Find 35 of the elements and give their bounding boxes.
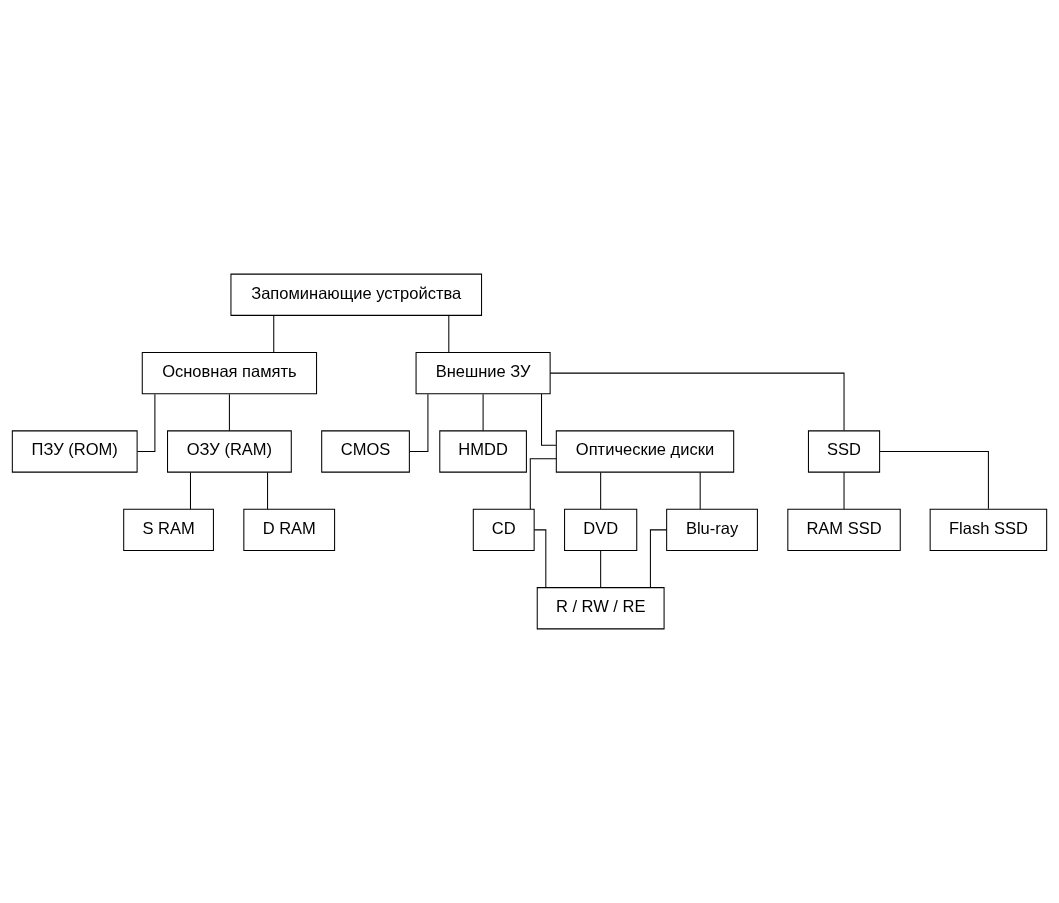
connector [600,550,602,588]
connector [273,315,275,353]
node-box: HMDD [439,430,527,473]
node-box: R / RW / RE [536,587,665,630]
connector [533,529,547,588]
connector [843,472,845,510]
connector [482,393,484,432]
node-box: CD [472,508,535,551]
connector [541,393,557,446]
node-box: Основная память [141,352,318,395]
node-box: Flash SSD [929,508,1048,551]
node-box: DVD [564,508,638,551]
node-box: Внешние ЗУ [415,352,551,395]
connector [267,472,269,510]
node-box: SSD [807,430,881,473]
node-box: ПЗУ (ROM) [11,430,138,473]
connector [879,451,989,510]
connector [409,393,429,452]
node-box: Запоминающие устройства [230,273,483,316]
connector [448,315,450,353]
connector [137,393,156,452]
connector [189,472,191,510]
connector [600,472,602,510]
node-box: S RAM [123,508,214,551]
node-box: D RAM [243,508,336,551]
connector [529,458,557,510]
node-box: RAM SSD [787,508,901,551]
node-box: Оптические диски [555,430,735,473]
node-box: ОЗУ (RAM) [167,430,292,473]
connector [699,472,701,510]
connector [228,393,230,432]
connector [649,529,668,588]
node-box: CMOS [321,430,410,473]
node-box: Blu-ray [666,508,758,551]
connector [549,372,845,431]
